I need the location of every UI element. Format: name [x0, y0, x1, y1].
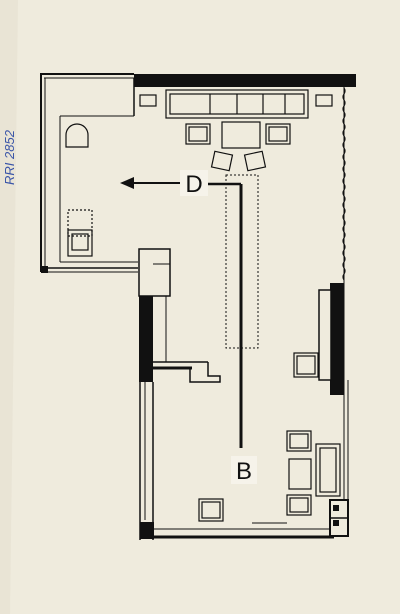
corner-post-left	[41, 266, 48, 273]
desk-outline	[67, 209, 93, 237]
dining-table	[288, 458, 312, 490]
sight-line	[120, 177, 243, 448]
top-wall-thick	[134, 74, 356, 87]
dining-chair-top	[286, 430, 312, 452]
coffee-table	[221, 121, 261, 149]
direction-arrow-head	[120, 177, 134, 189]
right-curtain	[342, 87, 346, 281]
corner-post-bottom-left	[140, 522, 154, 539]
desk-chair-seat	[71, 233, 89, 251]
arched-niche	[65, 123, 89, 148]
dining-chair-bottom	[286, 494, 312, 516]
armchair-left	[185, 123, 211, 145]
side-table-right	[315, 94, 333, 107]
walls	[40, 73, 356, 540]
desk-chair	[67, 229, 93, 257]
lounge-chair-seat	[296, 355, 316, 375]
bench	[315, 443, 341, 497]
paper-edge-shadow	[0, 0, 18, 614]
direction-marker-label: D	[185, 171, 202, 198]
chair-front-left	[210, 150, 234, 172]
cabinet-knob-bottom	[333, 520, 339, 526]
sofa	[165, 89, 309, 119]
origin-marker-label: B	[236, 458, 252, 485]
cabinet-knob-top	[333, 505, 339, 511]
chair-front-right	[243, 150, 267, 172]
small-chair	[198, 498, 224, 522]
armchair-right	[265, 123, 291, 145]
pier-box	[138, 248, 171, 297]
label-b-backdrop	[231, 456, 257, 484]
side-table-left	[139, 94, 157, 107]
label-d-backdrop	[180, 170, 208, 196]
right-wall-thick	[330, 283, 344, 395]
handwritten-note: RRI 2852	[2, 129, 17, 185]
step-wall-end	[189, 362, 221, 383]
right-shelf	[318, 289, 332, 381]
lounge-chair	[293, 352, 319, 378]
